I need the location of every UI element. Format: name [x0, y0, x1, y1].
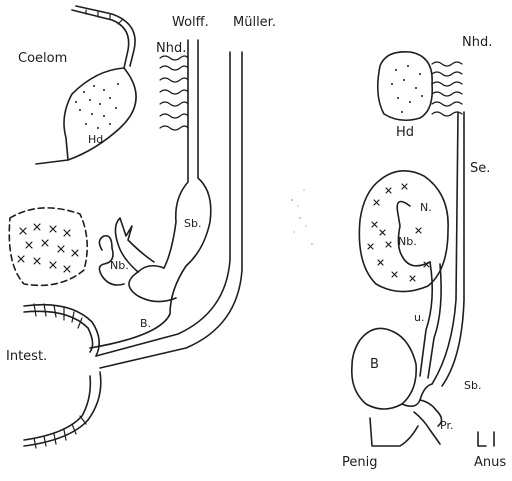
left-x-mass — [9, 208, 87, 286]
label-b-right: B — [370, 358, 379, 371]
right-wavy — [432, 62, 462, 116]
intestine-hatching — [34, 304, 86, 448]
x-marks — [18, 224, 78, 272]
label-hd-right: Hd — [396, 126, 414, 139]
right-kidney — [359, 171, 448, 378]
left-ducts — [90, 40, 242, 368]
label-nb-right: Nb. — [398, 236, 417, 247]
label-anus: Anus — [474, 456, 506, 469]
label-nhd-right: Nhd. — [462, 36, 492, 49]
left-nephrostome-wavy — [160, 56, 188, 130]
right-seminal-duct — [432, 112, 464, 386]
left-gonad-duct — [36, 6, 136, 164]
label-coelom: Coelom — [18, 52, 67, 65]
label-pr: Pr. — [440, 420, 453, 431]
label-sb-right: Sb. — [464, 380, 481, 391]
label-nhd-left: Nhd. — [156, 42, 186, 55]
label-nb-left: Nb. — [110, 260, 129, 271]
label-intest: Intest. — [6, 350, 47, 363]
label-hd-left: Hd — [88, 134, 103, 145]
label-sb-left: Sb. — [184, 218, 201, 229]
label-u: u. — [414, 312, 424, 323]
right-lower-structures — [370, 384, 494, 446]
label-muller: Müller. — [233, 16, 276, 29]
left-intestine — [24, 304, 101, 448]
gonad-dots — [75, 83, 119, 129]
right-testis — [378, 52, 433, 120]
label-b-left: B. — [140, 318, 151, 329]
scan-specks — [291, 189, 312, 244]
right-bladder — [352, 328, 416, 409]
label-penig: Penig — [342, 456, 377, 469]
label-se: Se. — [470, 162, 490, 175]
label-wolff: Wolff. — [172, 16, 209, 29]
label-n: N. — [420, 202, 432, 213]
